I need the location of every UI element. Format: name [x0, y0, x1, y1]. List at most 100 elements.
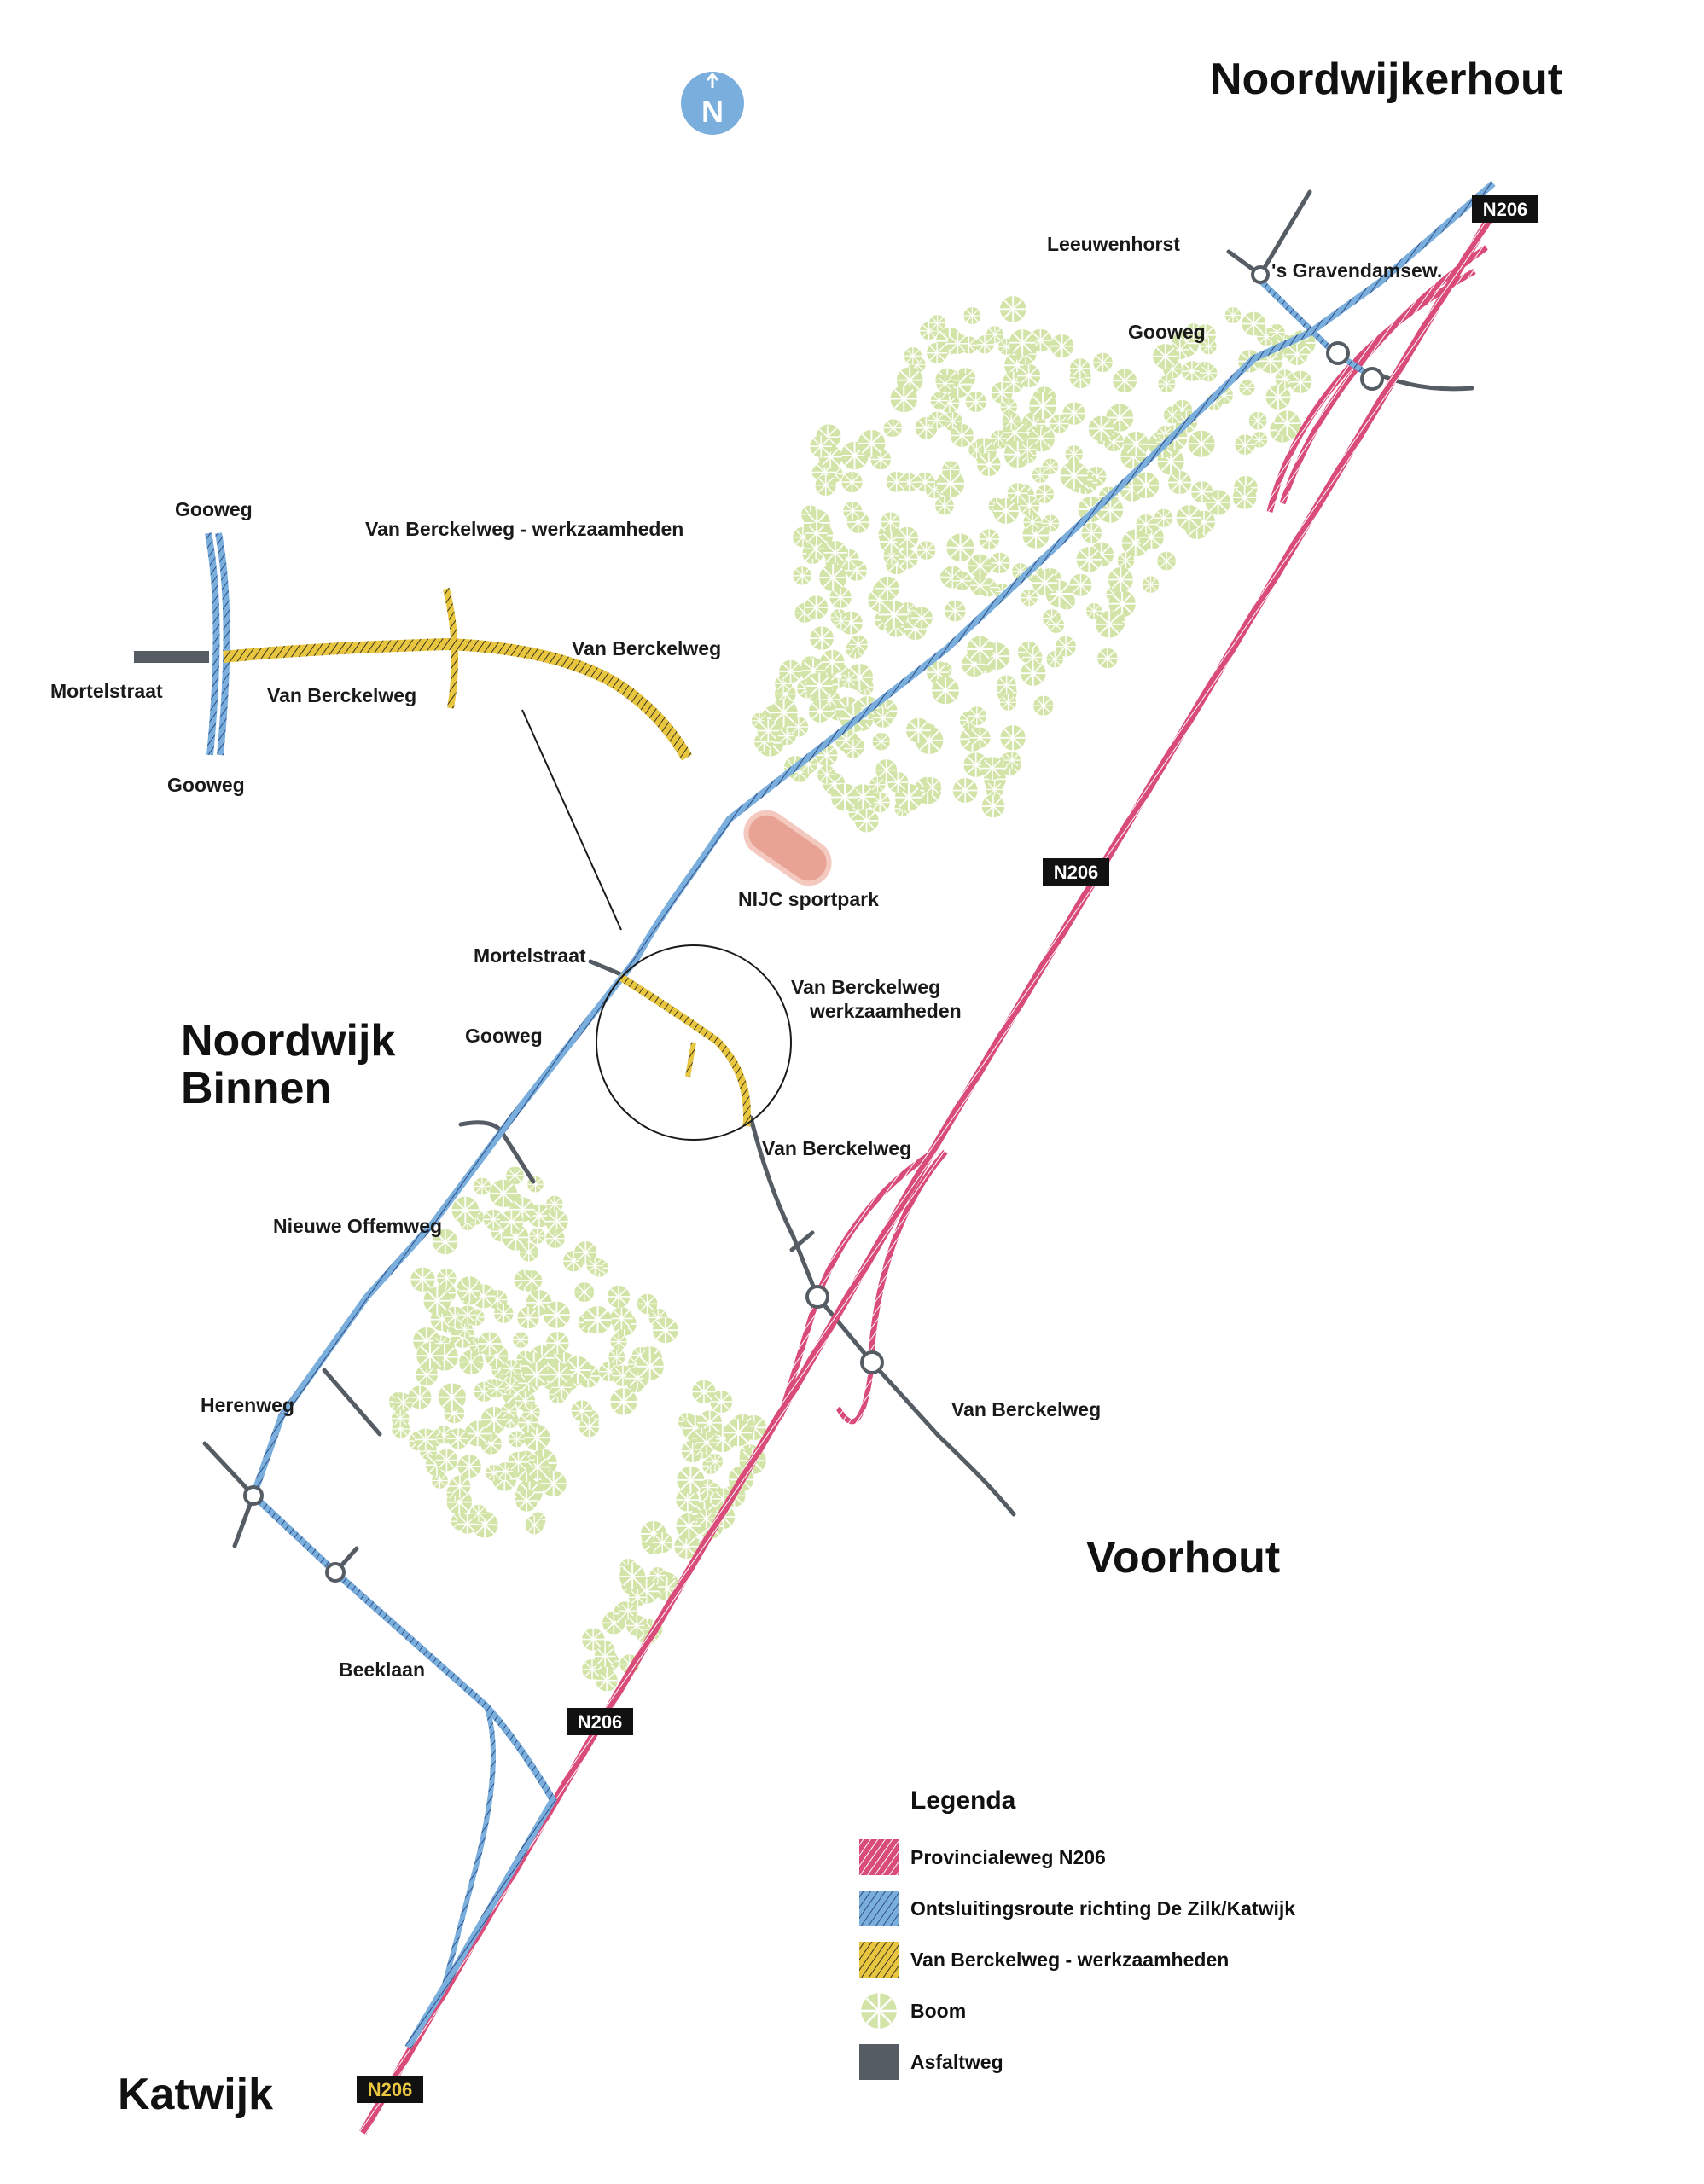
zoom-indicator [521, 709, 792, 1141]
tree-icon [792, 566, 812, 586]
tree-icon [1199, 363, 1218, 383]
tree-icon [545, 1331, 570, 1356]
tree-icon [951, 571, 973, 591]
tree-icon [1268, 323, 1286, 341]
tree-icon [724, 1418, 753, 1448]
label-gooweg-top: Gooweg [1128, 321, 1206, 343]
tree-icon [966, 635, 994, 664]
shield-label: N206 [578, 1711, 623, 1733]
tree-icon [477, 1331, 503, 1356]
tree-icon [967, 706, 987, 726]
tree-icon [967, 553, 992, 578]
tree-icon [930, 392, 949, 410]
tree-icon [1285, 343, 1309, 366]
tree-icon [499, 1209, 524, 1234]
inset-label-van-berckelweg-left: Van Berckelweg [267, 684, 416, 706]
label-van-berckelweg-1: Van Berckelweg [762, 1137, 911, 1159]
tree-icon [1231, 485, 1258, 510]
tree-icon [1107, 566, 1134, 593]
tree-icon [1248, 411, 1268, 431]
tree-icon [935, 375, 955, 393]
tree-icon [462, 1352, 480, 1371]
legend-item-asfaltweg: Asfaltweg [859, 2044, 1003, 2080]
tree-icon [416, 1341, 445, 1370]
tree-icon [951, 777, 979, 804]
tree-icon [854, 808, 879, 834]
tree-icon [1265, 384, 1292, 410]
tree-icon [625, 1614, 648, 1637]
place-noordwijk-binnen-line2: Binnen [181, 1064, 331, 1113]
tree-icon [1068, 572, 1093, 597]
tree-icon [524, 1515, 544, 1535]
tree-icon [1032, 694, 1055, 717]
van-berckelweg-works [618, 973, 752, 1127]
tree-icon [823, 540, 848, 566]
tree-icon [1112, 368, 1137, 394]
tree-icon [1135, 514, 1157, 535]
tree-icon [895, 526, 919, 549]
tree-icon [897, 549, 918, 570]
tree-icon [391, 1409, 410, 1428]
tree-icon [691, 1379, 717, 1404]
legend-item-works: Van Berckelweg - werkzaamheden [859, 1942, 1229, 1978]
label-vb-works-line1: Van Berckelweg [791, 976, 940, 998]
tree-icon [962, 306, 982, 325]
tree-icon [1131, 471, 1160, 500]
tree-icon [451, 1195, 480, 1225]
tree-icon [607, 1284, 631, 1309]
label-mortelstraat: Mortelstraat [474, 944, 586, 967]
tree-icon [887, 771, 910, 793]
tree-icon [1241, 311, 1267, 337]
tree-icon [883, 418, 903, 438]
legend-label: Asfaltweg [910, 2051, 1003, 2073]
tree-icon [609, 1387, 638, 1416]
tree-icon [447, 1427, 470, 1450]
tree-icon [869, 776, 887, 793]
tree-icon [1049, 414, 1070, 434]
tree-icon [507, 1450, 530, 1474]
tree-icon [508, 1430, 526, 1448]
tree-icon [928, 314, 946, 332]
inset-label-gooweg-top: Gooweg [175, 498, 253, 520]
tree-icon [593, 1645, 617, 1668]
tree-icon [1234, 433, 1256, 456]
tree-icon [1006, 482, 1029, 505]
label-van-berckelweg-2: Van Berckelweg [951, 1398, 1101, 1420]
tree-icon [1035, 484, 1055, 504]
tree-icon [695, 1432, 718, 1454]
tree-icon [1092, 351, 1114, 373]
tree-icon [842, 501, 863, 521]
tree-icon [457, 1454, 482, 1479]
legend-label: Boom [910, 2000, 966, 2022]
road-shield-n206-katwijk: N206 [357, 2076, 423, 2103]
label-beeklaan: Beeklaan [339, 1658, 425, 1681]
place-noordwijk-binnen-line1: Noordwijk [181, 1016, 395, 1066]
tree-icon [986, 325, 1004, 344]
tree-icon [521, 1269, 543, 1292]
tree-icon [996, 674, 1017, 696]
inset-label-mortelstraat: Mortelstraat [50, 680, 163, 702]
tree-icon [950, 423, 974, 448]
tree-icon [840, 471, 864, 493]
tree-icon [648, 1566, 667, 1584]
tree-icon [1000, 398, 1018, 416]
tree-icon [528, 1228, 546, 1245]
roundabout-herenweg [243, 1485, 264, 1506]
inset-label-gooweg-bottom: Gooweg [167, 774, 245, 796]
tree-icon [457, 1304, 478, 1325]
tree-icon [628, 1588, 648, 1607]
tree-icon [778, 659, 803, 684]
legend-swatch-n206 [859, 1839, 899, 1875]
tree-icon [500, 1403, 518, 1420]
inset-crossing [443, 588, 458, 709]
legend-item-route: Ontsluitingsroute richting De Zilk/Katwi… [859, 1891, 1295, 1926]
roundabouts [243, 265, 1384, 1583]
tree-icon [707, 1453, 724, 1470]
tree-icon [523, 1362, 550, 1388]
tree-icon [1157, 375, 1176, 393]
tree-icon [570, 1399, 594, 1422]
tree-icon [1167, 470, 1193, 495]
tree-icon [619, 1562, 647, 1591]
compass-label: N [701, 94, 724, 129]
tree-icon [843, 738, 864, 759]
